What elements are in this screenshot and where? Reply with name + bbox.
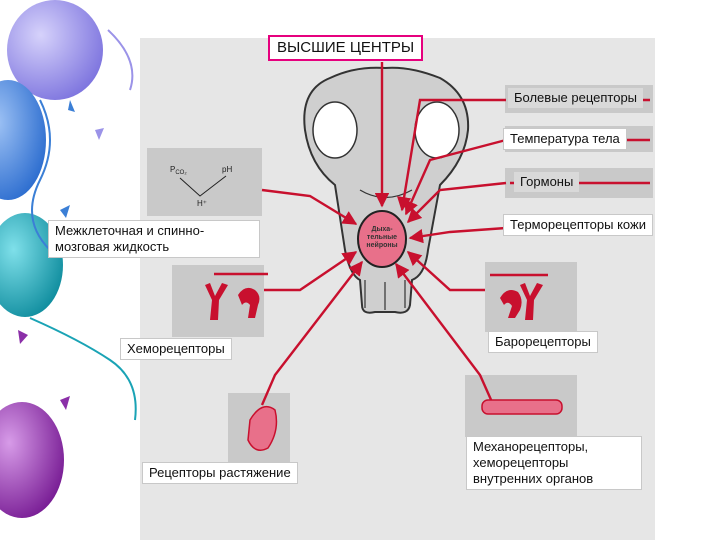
left-lobe: [312, 101, 358, 159]
arrow-pain: [396, 98, 506, 212]
fluid-label: Межклеточная и спинно-мозговая жидкость: [48, 220, 260, 258]
baro-aortic-icon: [500, 290, 522, 318]
pain-receptors-label: Болевые рецепторы: [508, 88, 644, 108]
balloon-teal-icon: [0, 213, 63, 317]
baro-carotid-icon: [520, 283, 543, 320]
body-temperature-label: Температура тела: [503, 128, 627, 150]
balloon-purple-icon: [0, 402, 64, 518]
right-lobe: [414, 101, 460, 159]
brainstem-diagram: [303, 66, 470, 314]
formula: PCO₂ pH H⁺: [170, 165, 232, 208]
mechanoreceptors-label: Механорецепторы, хеморецепторы внутренни…: [466, 436, 642, 490]
formula-lines: [179, 175, 227, 197]
arrow-hormones: [406, 181, 507, 224]
stem-lines: [359, 189, 413, 310]
decorative-balloons: [0, 0, 137, 518]
arrow-temperature: [404, 138, 507, 216]
receptor-shapes: [205, 283, 563, 451]
sparkle-icon: [18, 330, 28, 344]
balloon-string: [31, 99, 51, 251]
arrow-stretch: [260, 260, 363, 406]
aortic-body-icon: [238, 287, 260, 318]
pco2-text: PCO₂: [170, 165, 187, 176]
higher-centers-title: ВЫСШИЕ ЦЕНТРЫ: [268, 35, 424, 61]
skin-thermoreceptors-label: Терморецепторы кожи: [503, 214, 653, 236]
hormones-label: Гормоны: [514, 172, 580, 192]
hplus-text: H⁺: [197, 199, 207, 208]
respiratory-neurons-label: Дыха- тельные нейроны: [366, 226, 398, 249]
chemoreceptors-label: Хеморецепторы: [120, 338, 232, 360]
respiratory-neurons: [357, 210, 407, 268]
balloon-lavender-icon: [7, 0, 103, 100]
baroreceptors-label: Барорецепторы: [488, 331, 598, 353]
arrow-mechano: [395, 262, 494, 403]
sparkle-icon: [68, 100, 75, 112]
balloon-blue-icon: [0, 80, 46, 200]
stretch-receptors-label: Рецепторы растяжение: [142, 462, 298, 484]
balloon-string: [29, 317, 137, 421]
arrow-chemo: [264, 251, 358, 292]
balloon-string: [107, 29, 134, 91]
carotid-body-icon: [205, 283, 228, 320]
muscle-receptor-icon: [481, 399, 563, 415]
arrow-fluid: [261, 188, 358, 226]
sparkle-icon: [95, 128, 104, 140]
ph-text: pH: [222, 165, 232, 174]
sparkle-icon: [60, 205, 70, 218]
arrow-baro: [406, 251, 485, 292]
arrow-skin-thermo: [408, 226, 507, 244]
formula-tile: [147, 148, 262, 216]
lung-stretch-icon: [247, 405, 278, 451]
sparkle-icon: [60, 396, 70, 410]
